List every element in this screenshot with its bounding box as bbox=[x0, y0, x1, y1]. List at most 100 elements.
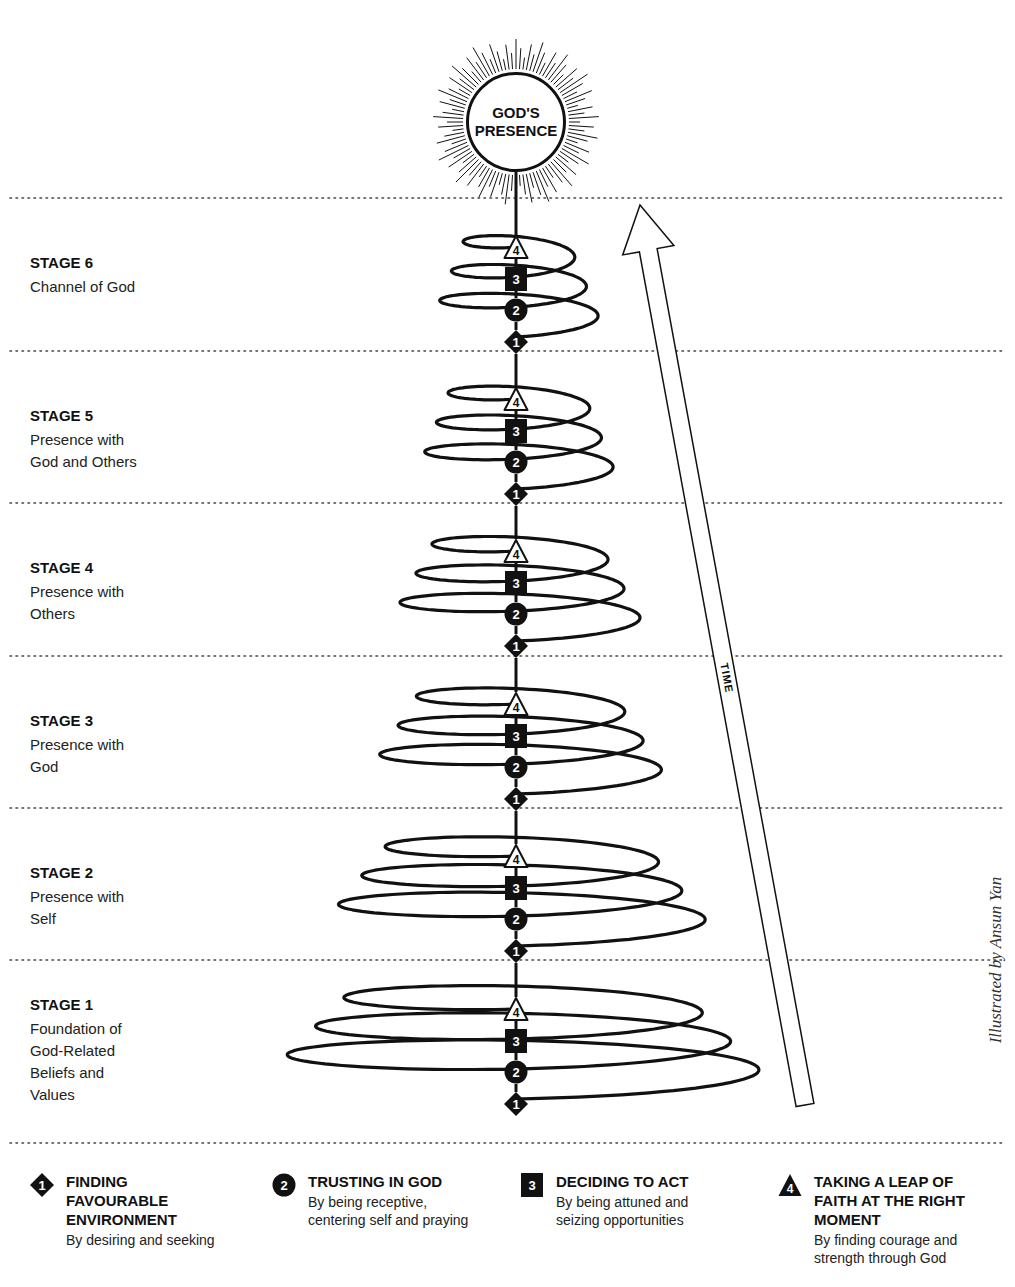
legend-heading: TAKING A LEAP OF FAITH AT THE RIGHT MOME… bbox=[814, 1172, 969, 1229]
axis-connector bbox=[515, 900, 518, 907]
axis-connector bbox=[515, 474, 518, 482]
step-number: 3 bbox=[504, 1029, 528, 1053]
sun-ray bbox=[504, 59, 506, 70]
triangle-outline bbox=[505, 388, 528, 410]
step-number: 3 bbox=[504, 419, 528, 443]
sun-ray bbox=[566, 139, 577, 143]
dotted-divider bbox=[10, 1142, 1005, 1144]
sun-ray bbox=[520, 48, 521, 69]
time-arrow bbox=[623, 205, 814, 1107]
spiral-coil bbox=[440, 236, 598, 337]
circle-outline bbox=[505, 1061, 528, 1084]
step-number: 1 bbox=[504, 330, 528, 354]
legend-square: 3 bbox=[520, 1173, 544, 1197]
step-number: 1 bbox=[504, 634, 528, 658]
axis-connector bbox=[515, 506, 518, 539]
square-outline bbox=[521, 1173, 543, 1197]
sun-ray bbox=[566, 99, 585, 106]
step-circle: 2 bbox=[504, 450, 528, 474]
credit-line: Illustrated by Ansun Yan bbox=[987, 877, 1005, 1044]
step-square: 3 bbox=[504, 1029, 528, 1053]
spiral-coil bbox=[287, 986, 759, 1099]
step-diamond: 1 bbox=[504, 787, 528, 811]
sun-ray bbox=[452, 66, 476, 87]
step-number: 2 bbox=[504, 450, 528, 474]
sun-ray bbox=[502, 174, 506, 195]
triangle-outline bbox=[505, 693, 528, 715]
step-square: 3 bbox=[504, 267, 528, 291]
step-square: 3 bbox=[504, 876, 528, 900]
sun-ray bbox=[556, 69, 577, 88]
sun-ray bbox=[512, 53, 513, 69]
legend-heading: DECIDING TO ACT bbox=[556, 1172, 726, 1191]
step-number: 1 bbox=[504, 939, 528, 963]
axis-connector bbox=[515, 172, 518, 235]
dotted-divider bbox=[10, 655, 1005, 657]
sun-ray bbox=[454, 149, 471, 159]
sun-ray bbox=[539, 170, 547, 187]
legend-text: FINDING FAVOURABLE ENVIRONMENTBy desirin… bbox=[66, 1172, 216, 1249]
sun-ray bbox=[554, 75, 564, 85]
step-number: 3 bbox=[504, 724, 528, 748]
sun-ray bbox=[564, 145, 579, 153]
sun-ray bbox=[569, 113, 585, 115]
sun-ray bbox=[444, 132, 464, 136]
spiral-coil bbox=[400, 537, 640, 642]
step-circle: 2 bbox=[504, 602, 528, 626]
sun-ray bbox=[437, 136, 465, 144]
square-outline bbox=[505, 1029, 527, 1053]
sun-ray bbox=[449, 89, 469, 99]
step-number: 1 bbox=[30, 1173, 54, 1197]
dotted-divider bbox=[10, 807, 1005, 809]
sun-ray bbox=[558, 78, 573, 90]
legend-text: TRUSTING IN GODBy being receptive, cente… bbox=[308, 1172, 488, 1229]
step-circle: 2 bbox=[504, 755, 528, 779]
dotted-divider bbox=[10, 350, 1005, 352]
sun-ray bbox=[545, 63, 555, 78]
sun-ray bbox=[536, 53, 544, 73]
sun-ray bbox=[548, 55, 567, 80]
step-number: 4 bbox=[504, 844, 528, 868]
sun-ray bbox=[567, 105, 578, 108]
step-number: 4 bbox=[778, 1173, 802, 1197]
step-number: 2 bbox=[504, 1060, 528, 1084]
legend-item: 4 TAKING A LEAP OF FAITH AT THE RIGHT MOM… bbox=[778, 1172, 969, 1267]
sun-ray bbox=[433, 117, 463, 119]
sun-ray bbox=[469, 162, 481, 176]
legend-heading: FINDING FAVOURABLE ENVIRONMENT bbox=[66, 1172, 216, 1229]
axis-connector bbox=[515, 563, 518, 571]
sun-ray bbox=[568, 107, 593, 112]
axis-connector bbox=[515, 1021, 518, 1029]
sun-ray bbox=[523, 175, 526, 195]
axis-connector bbox=[515, 291, 518, 298]
diamond-outline bbox=[504, 634, 528, 658]
step-circle: 2 bbox=[504, 907, 528, 931]
sun-ray bbox=[569, 129, 585, 131]
diamond-outline bbox=[30, 1173, 54, 1197]
sun-ray bbox=[523, 58, 525, 70]
step-number: 3 bbox=[504, 267, 528, 291]
circle-outline bbox=[505, 299, 528, 322]
step-number: 2 bbox=[504, 755, 528, 779]
stage-subtitle: Channel of God bbox=[30, 276, 148, 298]
step-triangle: 4 bbox=[504, 235, 528, 259]
legend-triangle: 4 bbox=[778, 1173, 802, 1197]
sun-ray bbox=[460, 79, 474, 90]
sun-ray bbox=[530, 173, 534, 188]
axis-connector bbox=[515, 868, 518, 876]
axis-connector bbox=[515, 931, 518, 939]
axis-connector bbox=[515, 779, 518, 787]
step-number: 2 bbox=[504, 907, 528, 931]
sun-ray bbox=[569, 117, 599, 119]
circle-outline bbox=[505, 756, 528, 779]
sun-ray bbox=[545, 166, 553, 178]
circle-outline bbox=[505, 451, 528, 474]
triangle-outline bbox=[505, 540, 528, 562]
step-number: 3 bbox=[504, 571, 528, 595]
axis-connector bbox=[515, 748, 518, 755]
step-diamond: 1 bbox=[504, 482, 528, 506]
sun-ray bbox=[554, 160, 567, 173]
legend-body: By being attuned and seizing opportuniti… bbox=[556, 1193, 726, 1229]
sun-ray bbox=[551, 162, 572, 186]
square-outline bbox=[505, 571, 527, 595]
